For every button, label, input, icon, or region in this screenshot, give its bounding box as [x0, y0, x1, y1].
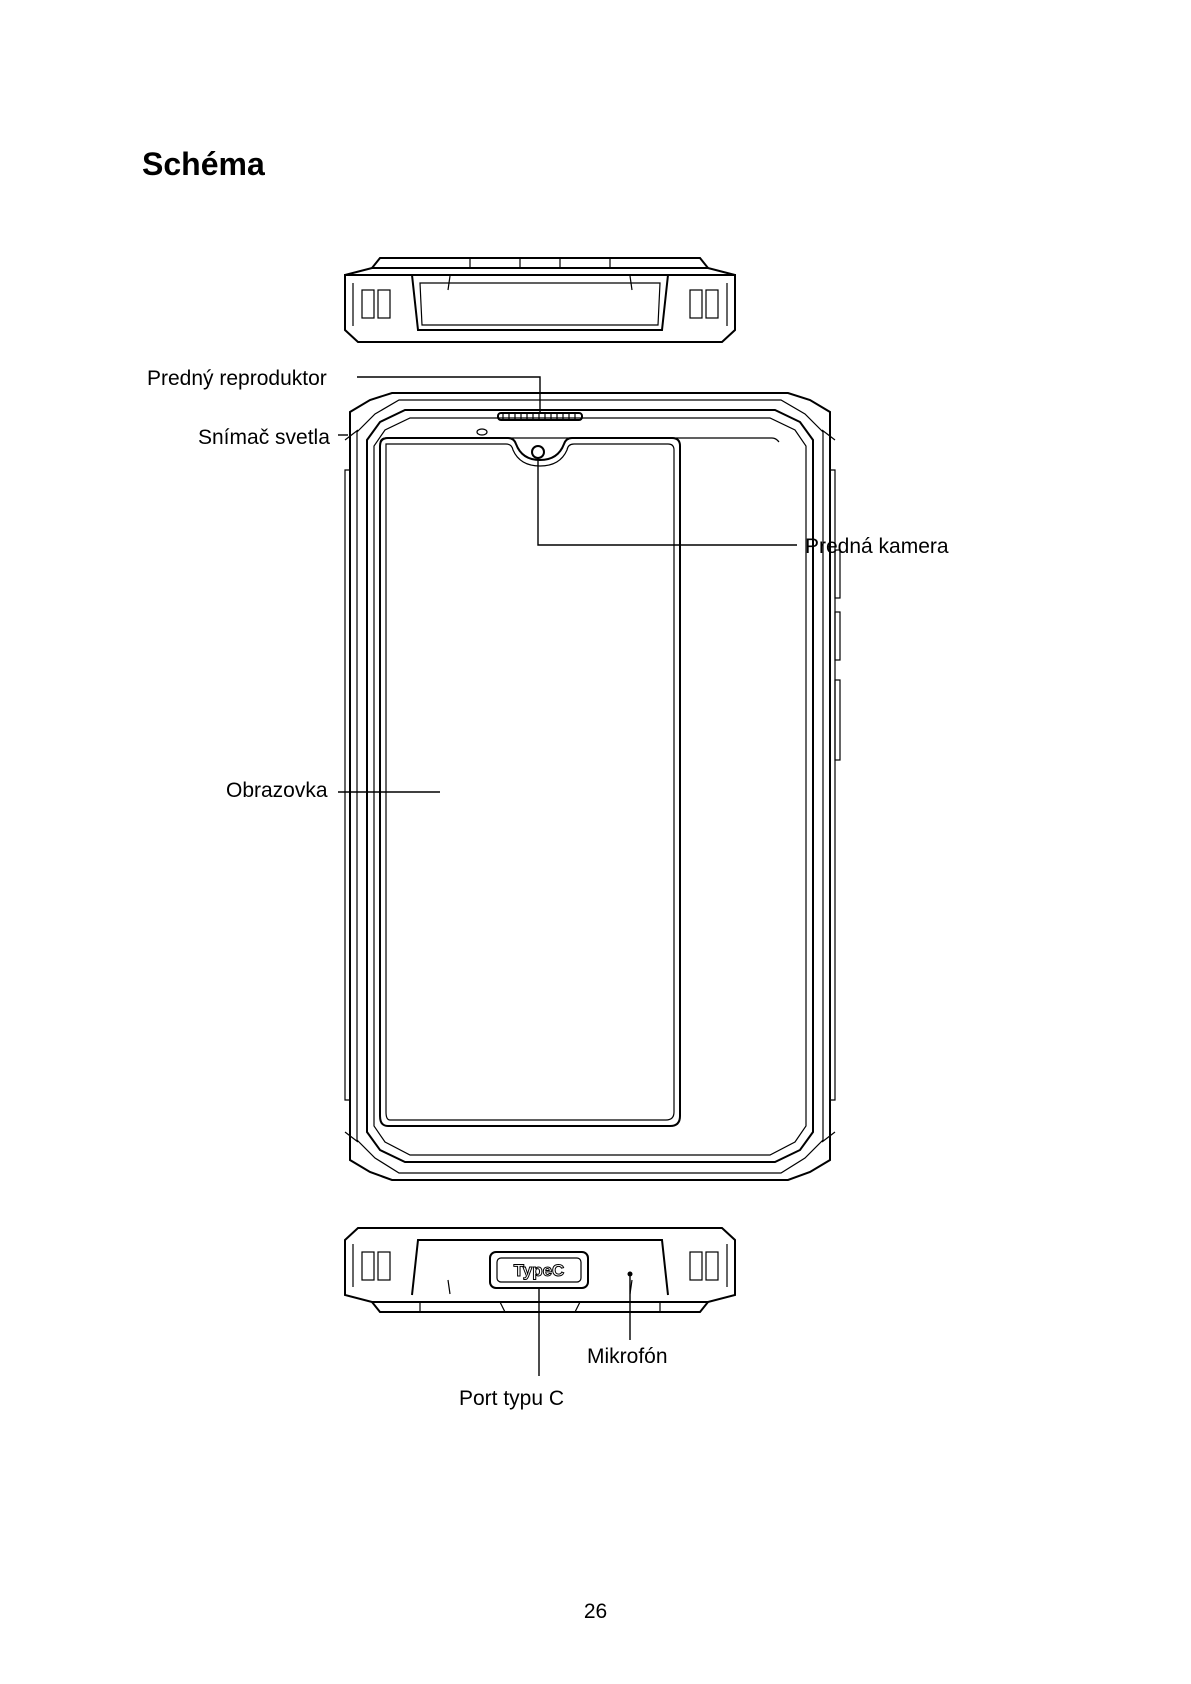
label-front-speaker: Predný reproduktor: [147, 368, 327, 389]
label-type-c-port: Port typu C: [459, 1388, 564, 1409]
label-screen: Obrazovka: [226, 780, 328, 801]
type-c-port-marking: TypeC: [514, 1261, 565, 1280]
phone-front-view: [345, 393, 840, 1180]
label-front-camera: Predná kamera: [805, 536, 949, 557]
label-light-sensor: Snímač svetla: [198, 427, 330, 448]
phone-top-view: [345, 258, 735, 342]
page-number: 26: [0, 1600, 1191, 1624]
label-microphone: Mikrofón: [587, 1346, 668, 1367]
phone-bottom-view: TypeC: [345, 1228, 735, 1312]
front-camera-leader: [538, 458, 797, 545]
